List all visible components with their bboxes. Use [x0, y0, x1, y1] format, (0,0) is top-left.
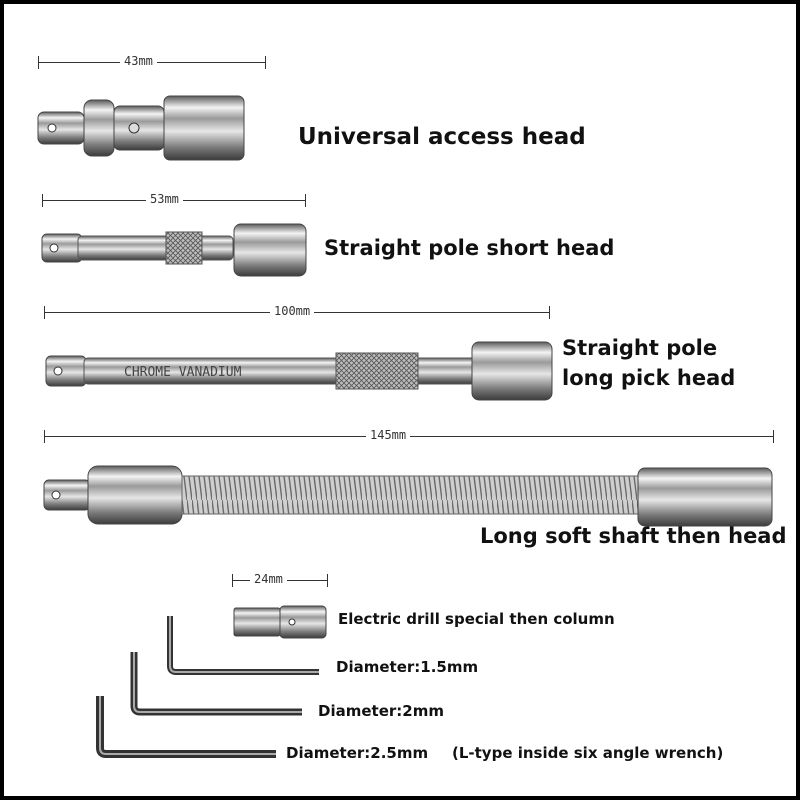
dimension-short: 53mm	[42, 192, 306, 208]
engraving-text: CHROME VANADIUM	[124, 365, 242, 380]
drill-adapter-tool	[233, 605, 327, 639]
long-extension-tool: CHROME VANADIUM	[45, 341, 553, 401]
dimension-drill: 24mm	[232, 572, 328, 588]
label-hex-1: Diameter:1.5mm	[336, 658, 479, 676]
label-long-line2: long pick head	[562, 366, 736, 390]
hex-key-3	[96, 696, 276, 758]
label-flex: Long soft shaft then head	[480, 524, 787, 548]
label-short: Straight pole short head	[324, 236, 615, 260]
universal-joint-tool	[37, 95, 245, 161]
product-image: 43mm Universal access head 53mm Straight…	[4, 4, 796, 796]
label-hex-2: Diameter:2mm	[318, 702, 444, 720]
dimension-universal: 43mm	[38, 54, 266, 70]
label-hex-3: Diameter:2.5mm	[286, 744, 429, 762]
label-universal: Universal access head	[298, 124, 586, 150]
label-hex-note: (L-type inside six angle wrench)	[452, 744, 724, 762]
label-long-line1: Straight pole	[562, 336, 718, 360]
flexible-shaft-tool	[43, 465, 773, 527]
hex-key-2	[130, 652, 302, 716]
label-drill: Electric drill special then column	[338, 610, 615, 628]
short-extension-tool	[41, 223, 307, 277]
dimension-long: 100mm	[44, 304, 550, 320]
dimension-flex: 145mm	[44, 428, 774, 444]
hex-key-1	[167, 616, 319, 675]
